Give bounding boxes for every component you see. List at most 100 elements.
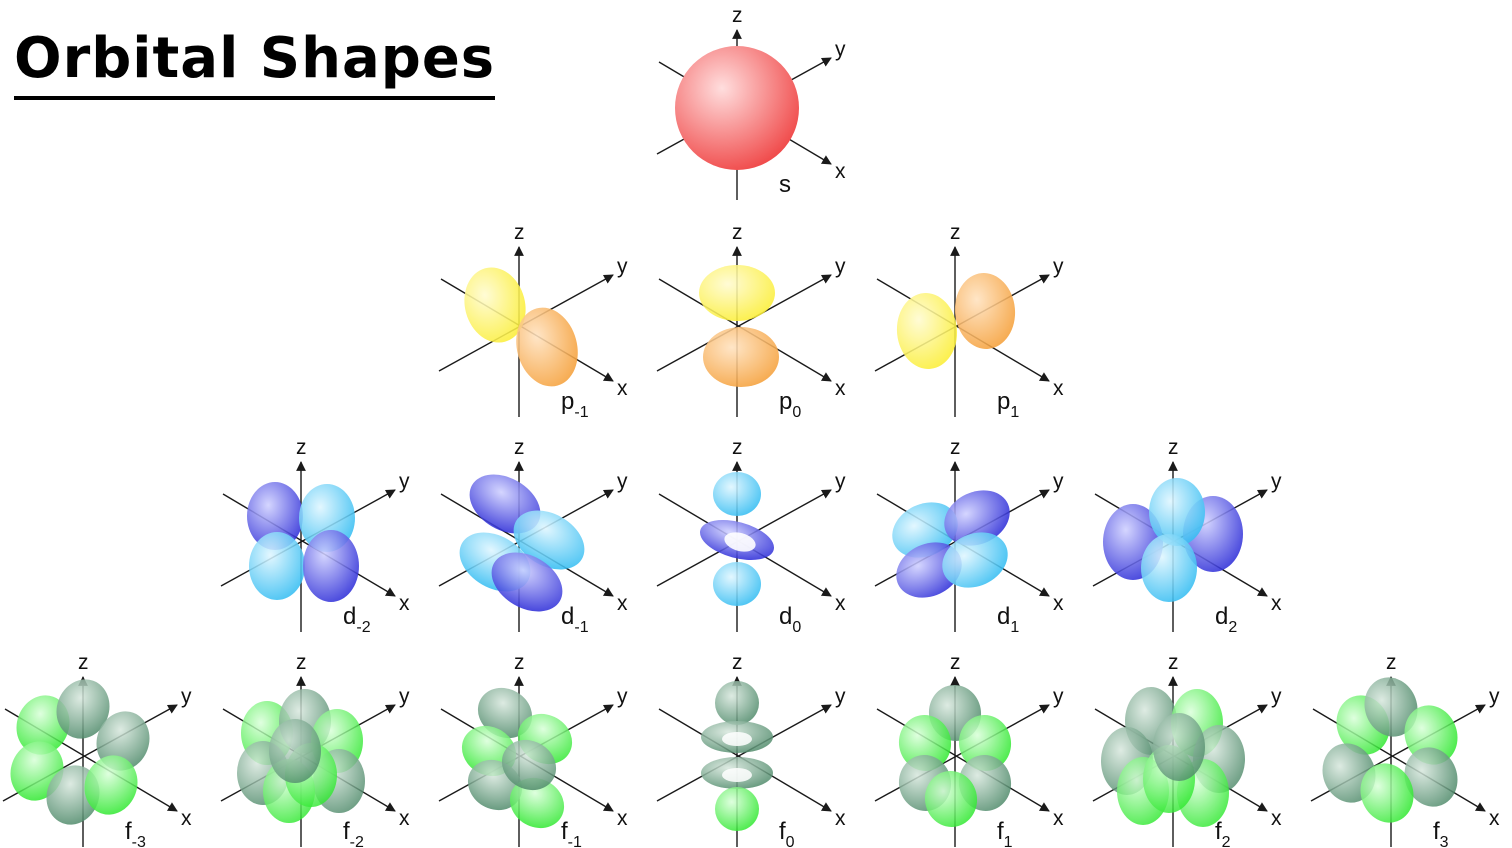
z-axis-label: z [1386,651,1397,674]
z-axis-label: z [1168,651,1179,674]
orbital-lobe [715,681,759,725]
y-axis-label: y [1053,470,1064,493]
orbital-label: f0 [779,818,795,848]
orbital-lobe [1364,677,1418,737]
orbital-lobe [491,552,563,612]
orbital-lobe [513,510,585,570]
orbital-torus-hole [722,768,752,782]
orbital-lobe [675,46,799,170]
orbital-lobe [249,532,305,600]
orbital-lobe [954,273,1016,349]
orbital-subscript: -1 [574,404,588,421]
orbital-label: f1 [997,818,1013,848]
orbital-label: f2 [1215,818,1231,848]
y-axis-label: y [1271,470,1282,493]
orbital-subscript: 0 [792,404,801,421]
orbital-lobe [896,293,958,369]
z-axis-label: z [514,221,525,244]
orbital-shape-p1 [896,273,1016,369]
z-axis-label: z [732,651,743,674]
orbital-subscript: 0 [786,834,795,848]
orbital-lobe [516,307,578,387]
z-axis-label: z [950,221,961,244]
orbital-shape-f-1 [461,687,573,829]
orbital-lobe [898,715,952,771]
z-axis-label: z [78,651,89,674]
orbital-lobe [1360,763,1414,823]
orbital-shape-d-1 [459,474,585,612]
orbital-label: d2 [1215,603,1237,636]
orbital-shape-f1 [898,685,1012,827]
x-axis-label: x [835,807,846,830]
orbital-shape-p-1 [464,267,578,387]
z-axis-label: z [950,436,961,459]
orbital-torus-hole [724,532,756,552]
orbital-subscript: -1 [568,834,582,848]
orbital-lobe [1404,747,1458,807]
y-axis-label: y [1489,685,1500,708]
orbital-shape-f2 [1101,687,1245,827]
orbital-label: f-3 [125,818,146,848]
orbital-shape-d0 [700,472,774,606]
orbital-subscript: 1 [1010,619,1019,636]
orbital-lobe [703,327,779,387]
y-axis-label: y [835,685,846,708]
orbital-lobe [269,719,321,783]
y-axis-label: y [617,470,628,493]
orbital-lobe [958,715,1012,771]
x-axis-label: x [835,592,846,615]
orbital-label: f-2 [343,818,364,848]
y-axis-label: y [835,255,846,278]
z-axis-label: z [732,221,743,244]
orbital-subscript: 1 [1010,404,1019,421]
orbital-label: s [779,171,791,198]
orbital-label: p-1 [561,388,589,421]
orbital-label: f-1 [561,818,582,848]
orbital-label: f3 [1433,818,1449,848]
y-axis-label: y [835,470,846,493]
x-axis-label: x [399,592,410,615]
orbital-lobe [56,679,110,739]
orbital-subscript: -1 [574,619,588,636]
orbital-lobe [1141,534,1197,602]
orbital-shape-s [675,46,799,170]
z-axis-label: z [950,651,961,674]
orbital-lobe [1149,478,1205,546]
x-axis-label: x [399,807,410,830]
x-axis-label: x [1053,807,1064,830]
orbital-subscript: 2 [1222,834,1231,848]
y-axis-label: y [1053,255,1064,278]
orbital-lobe [699,265,775,321]
y-axis-label: y [835,38,846,61]
y-axis [656,704,832,802]
y-axis-label: y [617,685,628,708]
orbital-label: d1 [997,603,1019,636]
orbital-lobe [464,267,526,343]
orbital-label: p1 [997,388,1019,421]
orbital-cell-f0: z y x f0 [656,651,846,848]
orbital-lobe [247,482,303,550]
y-axis [656,274,832,372]
orbital-lobe [84,755,138,815]
orbital-shape-f3 [1322,677,1458,823]
orbital-lobe [16,695,70,755]
orbital-shape-f-3 [10,679,150,825]
z-axis-label: z [732,4,743,27]
orbital-subscript: -2 [350,834,364,848]
y-axis-label: y [181,685,192,708]
x-axis-label: x [835,377,846,400]
y-axis-label: y [399,685,410,708]
